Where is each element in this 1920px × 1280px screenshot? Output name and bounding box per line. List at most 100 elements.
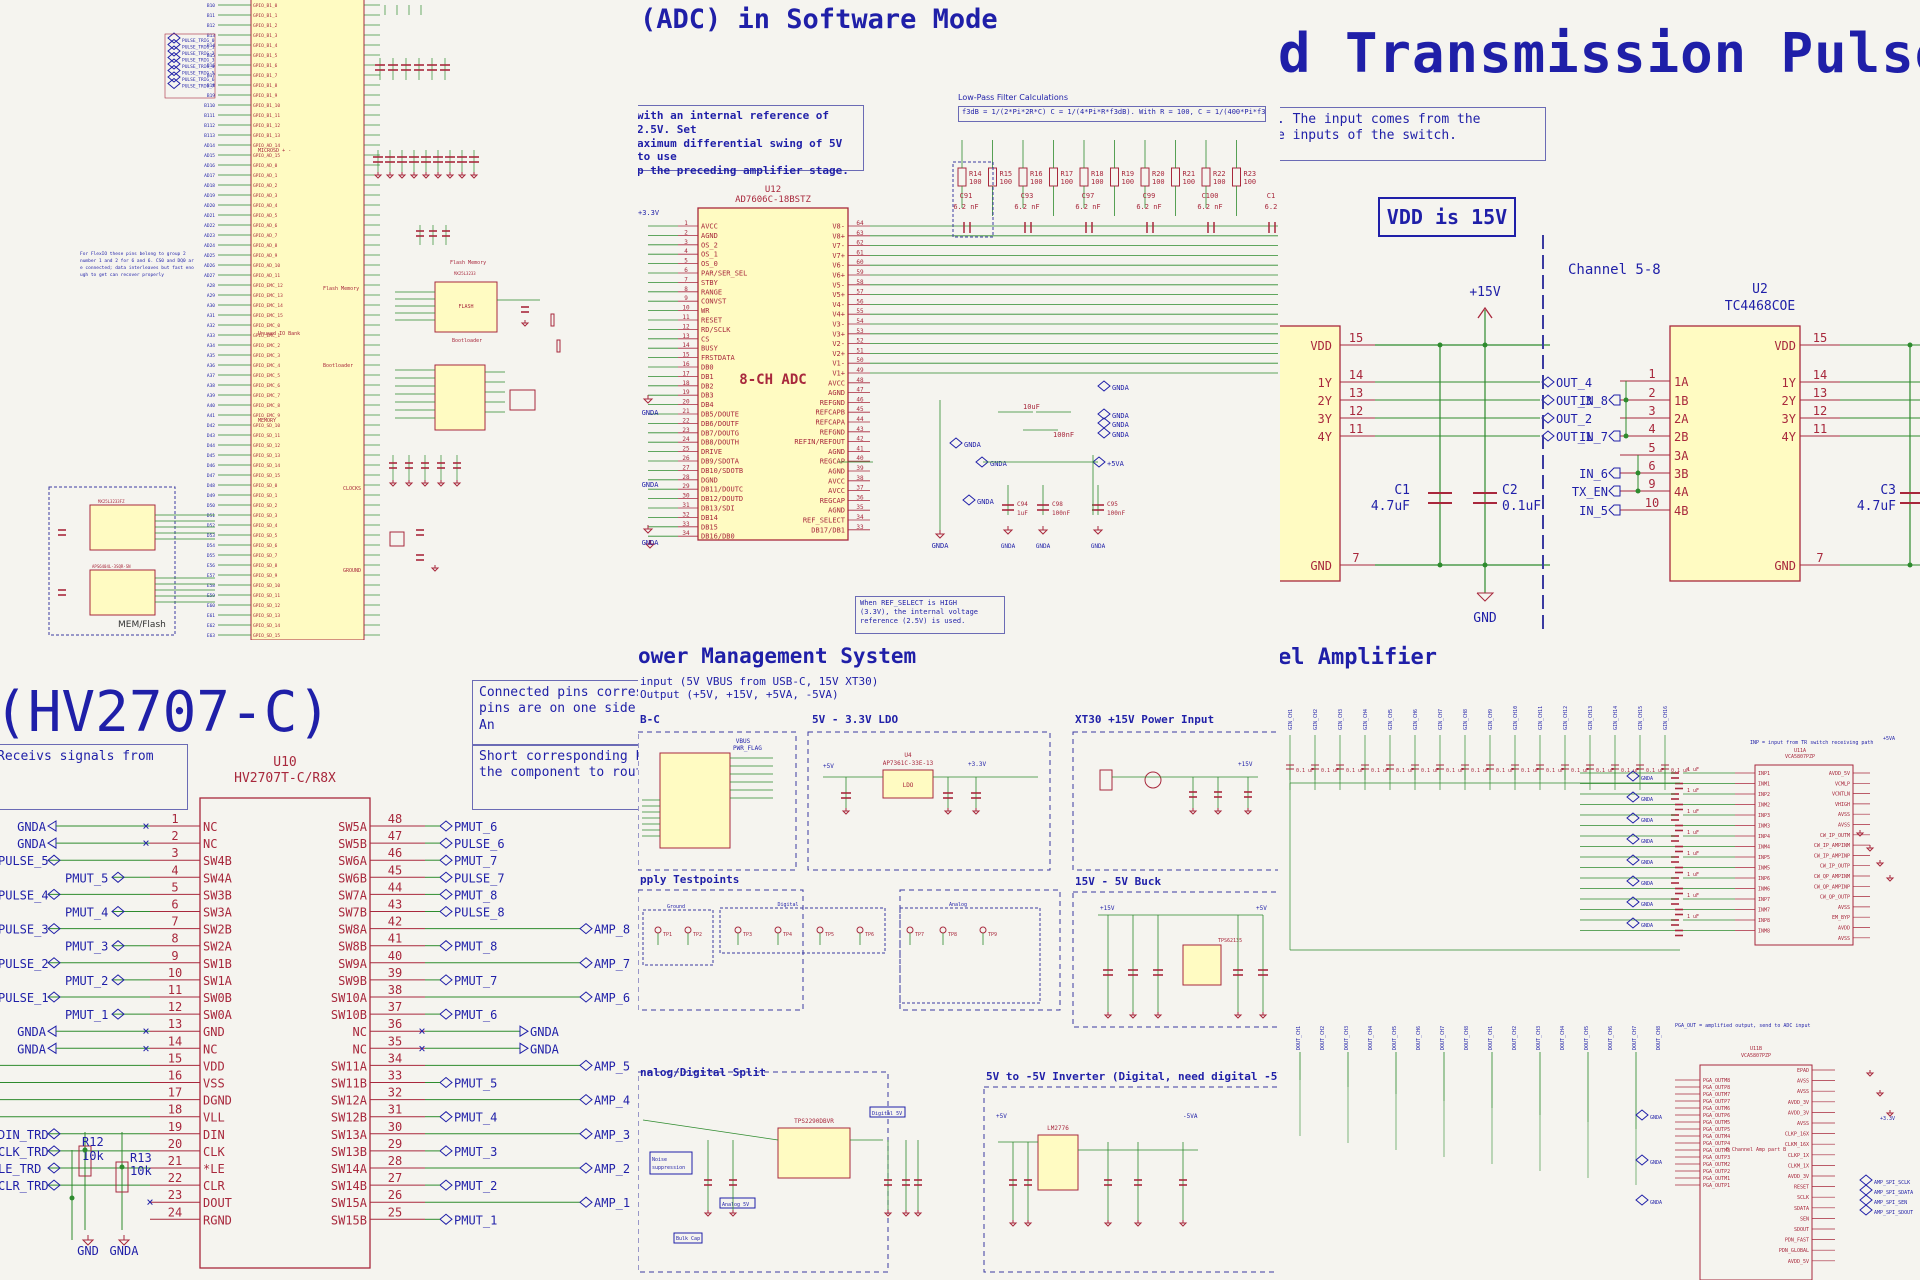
net-label: +5VA — [1107, 460, 1125, 468]
net-label: PULSE_TRIG_4 — [182, 64, 215, 70]
flash-resistor — [556, 339, 561, 353]
hv-right-pin-num: 40 — [388, 949, 402, 963]
adc-right-pin-num: 49 — [856, 367, 864, 374]
hv-left-flag — [47, 957, 61, 969]
mcu-pin-label: GPIO_AD_6 — [253, 223, 278, 229]
u11b-pin-name: PGA_OUTP8 — [1703, 1085, 1730, 1091]
mcu-pin-label: GPIO_SD_11 — [253, 433, 280, 439]
mcu-net-label: D44 — [207, 443, 215, 449]
hv-right-net: AMP_5 — [594, 1059, 630, 1073]
input-flag — [1608, 467, 1621, 479]
u11b-pin-name: PGA_OUTP6 — [1703, 1113, 1730, 1119]
net-flag — [167, 64, 181, 77]
adc-left-pin-num: 22 — [682, 417, 690, 424]
hv-left-flag — [111, 1008, 125, 1020]
mcu-net-label: E63 — [207, 633, 215, 639]
filter-resistor-ref: R16 — [1030, 170, 1043, 178]
adc-gnda: GNDA — [642, 409, 660, 417]
u2-left-pin-num: 2 — [1648, 386, 1655, 400]
u11b-pin-name: PGA_OUTM1 — [1703, 1176, 1730, 1182]
adc-right-pin-num: 40 — [856, 455, 864, 462]
hv-left-pin-name: DOUT — [203, 1196, 232, 1210]
junction-dot — [119, 1164, 125, 1170]
adc-right-pin-name: AVCC — [828, 379, 845, 387]
u2-right-pin-name: 4Y — [1782, 430, 1797, 444]
adc-right-pin-num: 53 — [856, 328, 864, 335]
net-flag — [1626, 770, 1640, 782]
hv-right-net: PMUT_8 — [454, 940, 497, 954]
adc-left-pin-name: CS — [701, 335, 709, 343]
hv-right-pin-num: 47 — [388, 829, 402, 843]
hv-left-pin-name: SW4B — [203, 854, 232, 868]
u11b-pin-name: PGA_OUTP5 — [1703, 1127, 1730, 1133]
hv-left-pin-name: NC — [203, 1042, 217, 1056]
amp-bottom-net: DOUT_CH8 — [1464, 1026, 1470, 1050]
mcu-pin-label: GPIO_AD_7 — [253, 233, 278, 239]
out-flag — [1541, 412, 1555, 424]
hv-right-flag — [579, 1093, 593, 1106]
ferrite-label: suppression — [652, 1165, 685, 1171]
mcu-net-label: AD17 — [204, 173, 215, 179]
net-flag — [1859, 1174, 1873, 1186]
mcu-net-label: AD14 — [204, 143, 215, 149]
c1-ref: C1 — [1394, 483, 1410, 498]
mcu-pin-label: GPIO_EMC_14 — [253, 303, 283, 309]
amp-note-2: PGA_OUT = amplified output, send to ADC … — [1675, 1023, 1810, 1029]
amp-bottom-net: DOUT_CH7 — [1440, 1026, 1446, 1050]
testpoint-ref: TP5 — [825, 932, 834, 938]
hv-right-pin-name: NC — [353, 1042, 367, 1056]
mcu-section-label: Bootloader — [323, 363, 353, 369]
adc-right-pin-num: 47 — [856, 387, 864, 394]
input-label: IN_7 — [1579, 430, 1608, 444]
mcu-net-label: AD20 — [204, 203, 215, 209]
pulser-left-pin-num: 7 — [1352, 551, 1359, 565]
net-label: GNDA — [1641, 839, 1653, 845]
net-label: GNDA — [1641, 776, 1653, 782]
power-sub: input (5V VBUS from USB-C, 15V XT30) Out… — [640, 675, 879, 701]
adc-right-pin-name: AGND — [828, 448, 845, 456]
digital-5v-label: Digital 5V — [872, 1111, 902, 1117]
adc-left-pin-name: OS_0 — [701, 260, 718, 268]
u2-right-pin-num: 12 — [1813, 404, 1827, 418]
mcu-net-label: A31 — [207, 313, 215, 319]
mcu-net-label: AD26 — [204, 263, 215, 269]
hv-right-flag — [439, 974, 453, 986]
hv-left-net: CLK_TRD — [0, 1145, 49, 1159]
u11a-right-pin-name: VCNTLN — [1832, 792, 1850, 798]
adc-right-pin-num: 63 — [856, 230, 864, 237]
mcu-net-label: A34 — [207, 343, 215, 349]
hv-left-net: DIN_TRD — [0, 1128, 49, 1142]
hv-right-flag — [579, 991, 593, 1003]
adc-decap-ref: C98 — [1052, 501, 1063, 508]
amp-cap-value: 1 uF — [1687, 809, 1699, 815]
pulser-left-pin-name: 1Y — [1318, 376, 1333, 390]
adc-right-pin-num: 44 — [856, 416, 864, 423]
hv-right-pin-name: SW15B — [331, 1213, 367, 1227]
u11b-pin-name: PGA_OUTM8 — [1703, 1078, 1730, 1084]
adc-right-pin-name: REFCAPB — [815, 409, 845, 417]
hv-right-pin-name: SW13A — [331, 1128, 368, 1142]
u11a-body — [1754, 764, 1854, 946]
net-flag — [1097, 380, 1111, 392]
hv-left-pin-name: NC — [203, 837, 217, 851]
junction-dot — [82, 1147, 88, 1153]
hv-right-pin-name: NC — [353, 1025, 367, 1039]
mcu-pin-label: GPIO_AD_14 — [253, 143, 280, 149]
adc-left-pin-num: 5 — [684, 258, 688, 265]
u11a-right-pin-name: AVDD_5V — [1829, 771, 1850, 777]
amp-top-cap-value: 0.1 uF — [1546, 768, 1564, 774]
hv-left-pin-name: CLK — [203, 1145, 225, 1159]
hv-right-pin-name: SW7A — [338, 888, 368, 902]
adc-left-pin-num: 33 — [682, 521, 690, 528]
adc-right-pin-name: REF_SELECT — [803, 517, 846, 525]
adc-right-pin-num: 33 — [856, 524, 864, 531]
hv-right-net: PULSE_8 — [454, 906, 505, 920]
filter-resistor-value: 100 — [1061, 178, 1074, 186]
hv-left-flag — [47, 1162, 61, 1174]
mcu-pin-label: GPIO_EMC_2 — [253, 343, 280, 349]
u11b-right-pin-name: CLKM_1X — [1788, 1163, 1809, 1169]
adc-right-pin-num: 62 — [856, 240, 864, 247]
ground-symbol — [1092, 529, 1104, 535]
adc-right-pin-name: AGND — [828, 468, 845, 476]
